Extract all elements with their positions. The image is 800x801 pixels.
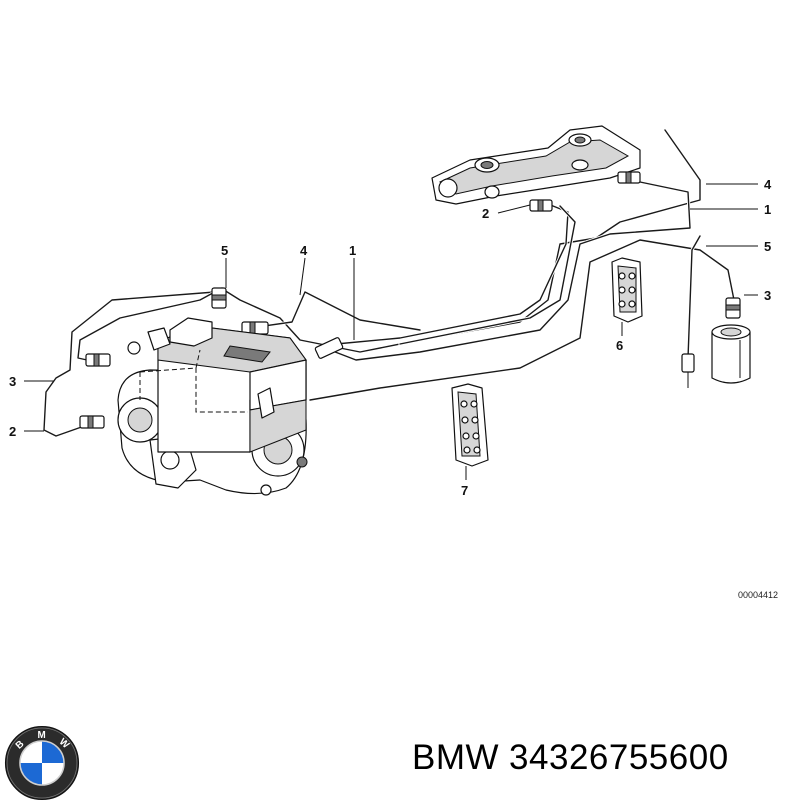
callout-1-mid: 1 [349,243,356,258]
callout-3-right: 3 [764,288,771,303]
fitting-left-5 [211,287,227,309]
callout-2-top: 2 [482,206,489,221]
callout-1-top: 1 [764,202,771,217]
callout-2-left: 2 [9,424,16,439]
pipe-fittings [79,171,741,429]
brand-name: BMW [412,738,500,777]
callout-4-mid: 4 [300,243,308,258]
callout-3-left: 3 [9,374,16,389]
fitting-top-4 [617,171,641,184]
logo-letter-m: M [37,730,45,741]
fitting-left-2 [79,415,105,429]
leader-lines [24,183,758,480]
abs-hydraulic-unit [117,317,308,496]
fitting-top-2 [529,199,553,212]
part-number: 34326755600 [509,738,729,777]
logo-quadrants [19,740,65,786]
callout-7: 7 [461,483,468,498]
fitting-left-3 [85,353,111,367]
callout-labels: 4 1 5 3 2 6 7 5 4 1 3 2 00004412 [9,177,778,600]
callout-4-top: 4 [764,177,772,192]
inline-filter [711,324,751,384]
pipe-clip-7 [451,383,489,467]
callout-5-left: 5 [221,243,228,258]
master-cylinder [431,125,641,205]
bmw-logo: B M W [4,725,80,801]
fitting-right-3 [725,297,741,319]
pipe-clip-6 [611,257,643,323]
callout-5-right: 5 [764,239,771,254]
brake-pipes [42,128,736,438]
callout-6: 6 [616,338,623,353]
diagram-reference-number: 00004412 [738,590,778,600]
fitting-lower-right [681,353,695,388]
fitting-mid-1 [314,337,344,359]
